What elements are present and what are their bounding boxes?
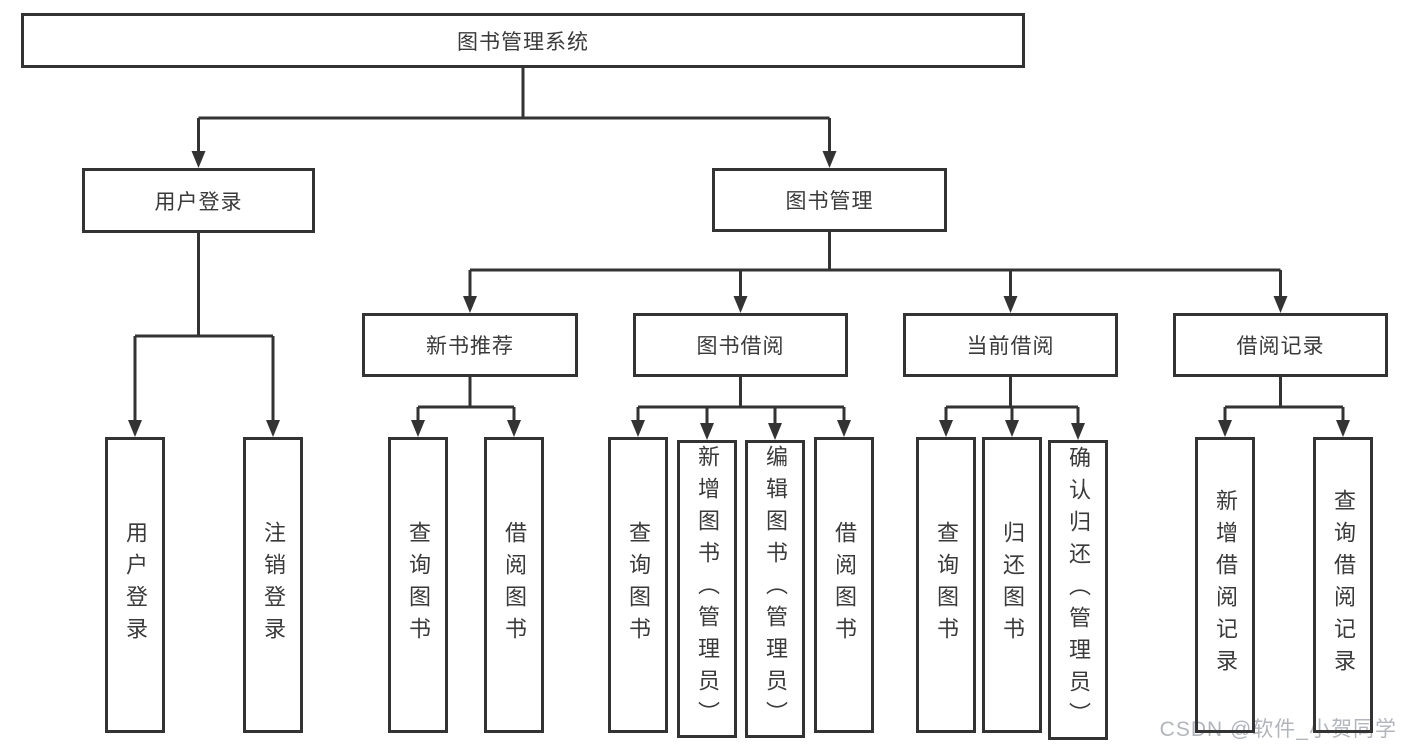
- leaf-label: 新增图书（管理员）: [695, 445, 720, 733]
- arrowhead-icon: [768, 423, 782, 440]
- leaf-label: 借阅图书: [832, 521, 857, 649]
- node-label: 用户登录: [154, 190, 243, 214]
- leaf-label: 确认归还（管理员）: [1066, 446, 1091, 734]
- leaf-current-confirm-return-admin: 确认归还（管理员）: [1048, 440, 1108, 740]
- leaf-current-query-books: 查询图书: [916, 437, 976, 733]
- arrowhead-icon: [1336, 420, 1350, 437]
- leaf-user-login: 用户登录: [105, 437, 165, 733]
- node-library-system: 图书管理系统: [21, 13, 1025, 68]
- leaf-label: 借阅图书: [502, 521, 527, 649]
- arrowhead-icon: [822, 151, 837, 168]
- arrowhead-icon: [733, 296, 748, 313]
- arrowhead-icon: [1003, 296, 1018, 313]
- leaf-borrow-borrow-books: 借阅图书: [814, 437, 874, 733]
- node-label: 图书借阅: [696, 335, 785, 358]
- leaf-records-add-record: 新增借阅记录: [1195, 437, 1255, 733]
- node-label: 图书管理: [785, 190, 874, 213]
- leaf-current-return-books: 归还图书: [982, 437, 1042, 733]
- arrowhead-icon: [191, 151, 206, 168]
- leaf-logout: 注销登录: [243, 437, 303, 733]
- arrowhead-icon: [1071, 423, 1085, 440]
- arrowhead-icon: [631, 420, 645, 437]
- node-user-login: 用户登录: [82, 168, 315, 233]
- node-label: 新书推荐: [426, 335, 514, 358]
- leaf-records-query-record: 查询借阅记录: [1313, 437, 1373, 733]
- leaf-recommend-query-books: 查询图书: [388, 437, 448, 733]
- leaf-label: 注销登录: [261, 521, 286, 649]
- leaf-label: 编辑图书（管理员）: [763, 445, 788, 733]
- leaf-label: 查询借阅记录: [1331, 489, 1356, 681]
- leaf-label: 查询图书: [626, 521, 651, 649]
- arrowhead-icon: [1273, 296, 1288, 313]
- connector-paths: [133, 68, 1345, 424]
- csdn-watermark: CSDN @软件_小贺同学: [1159, 718, 1397, 741]
- leaf-label: 用户登录: [123, 521, 148, 649]
- arrowhead-icon: [507, 420, 521, 437]
- leaf-borrow-add-books-admin: 新增图书（管理员）: [677, 440, 737, 738]
- node-book-borrowing: 图书借阅: [633, 313, 848, 377]
- node-new-book-recommendation: 新书推荐: [362, 313, 578, 377]
- arrowhead-icon: [266, 420, 280, 437]
- node-label: 借阅记录: [1236, 335, 1325, 358]
- arrowhead-icon: [1005, 420, 1019, 437]
- arrowhead-icon: [463, 296, 477, 313]
- leaf-label: 查询图书: [406, 521, 431, 649]
- arrowhead-icon: [700, 423, 714, 440]
- arrowhead-icon: [128, 420, 142, 437]
- leaf-label: 新增借阅记录: [1213, 489, 1238, 681]
- arrowhead-icon: [411, 420, 425, 437]
- leaf-borrow-edit-books-admin: 编辑图书（管理员）: [745, 440, 805, 738]
- leaf-borrow-query-books: 查询图书: [608, 437, 668, 733]
- leaf-label: 归还图书: [1000, 521, 1025, 649]
- leaf-recommend-borrow-books: 借阅图书: [484, 437, 544, 733]
- node-current-borrowing: 当前借阅: [903, 313, 1118, 377]
- leaf-label: 查询图书: [934, 521, 959, 649]
- arrowheads: [128, 151, 1350, 440]
- node-label: 图书管理系统: [457, 30, 589, 54]
- node-borrowing-records: 借阅记录: [1173, 313, 1388, 377]
- node-book-management: 图书管理: [712, 168, 947, 232]
- arrowhead-icon: [837, 420, 851, 437]
- node-label: 当前借阅: [966, 335, 1055, 358]
- arrowhead-icon: [1218, 420, 1232, 437]
- arrowhead-icon: [939, 420, 953, 437]
